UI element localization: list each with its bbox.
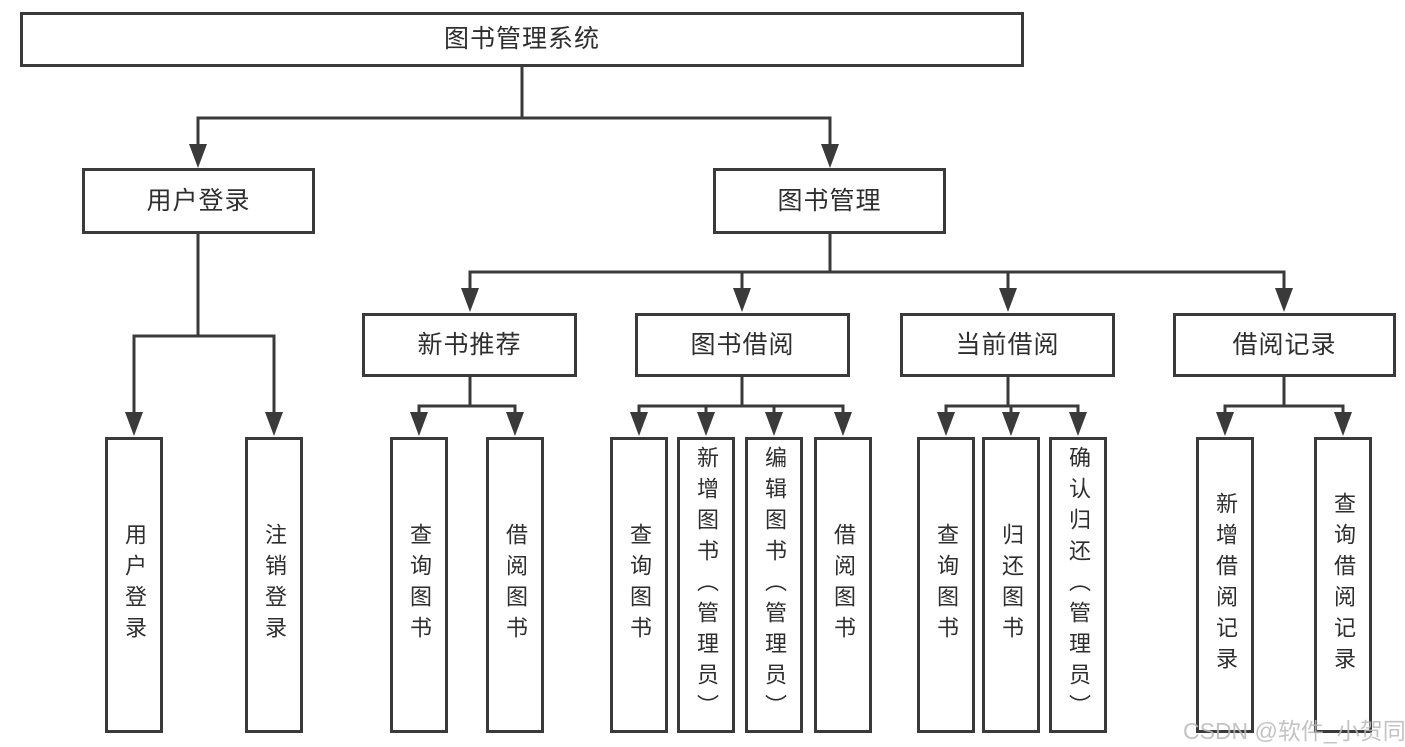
leaf-label: 归还图书 [999,523,1024,647]
leaf-query-books-2: 查询图书 [610,437,668,733]
leaf-label: 注销登录 [262,523,287,647]
node-borrowing-records: 借阅记录 [1173,313,1396,377]
leaf-borrow-books-1: 借阅图书 [486,437,544,733]
leaf-label: 查询借阅记录 [1331,492,1356,678]
leaf-label: 查询图书 [627,523,652,647]
arrowhead-icons [125,144,1352,436]
leaf-label: 用户登录 [122,523,147,647]
leaf-user-login: 用户登录 [105,437,163,733]
leaf-confirm-return-admin: 确认归还（管理员） [1049,437,1107,733]
leaf-logout: 注销登录 [245,437,303,733]
leaf-label: 借阅图书 [831,523,856,647]
leaf-label: 新增借阅记录 [1213,492,1238,678]
leaf-borrow-books-2: 借阅图书 [814,437,872,733]
node-user-login-branch: 用户登录 [82,168,315,234]
leaf-label: 新增图书（管理员） [694,445,719,725]
leaf-label: 查询图书 [407,523,432,647]
csdn-watermark: CSDN @软件_小贺同学 [1183,718,1405,744]
leaf-query-borrow-record: 查询借阅记录 [1314,437,1372,733]
node-book-borrowing: 图书借阅 [635,313,850,377]
leaf-label: 编辑图书（管理员） [762,445,787,725]
node-current-borrowing: 当前借阅 [900,313,1115,377]
leaf-label: 查询图书 [934,523,959,647]
leaf-label: 确认归还（管理员） [1066,445,1091,725]
leaf-edit-book-admin: 编辑图书（管理员） [745,437,803,733]
node-new-book-recommendation: 新书推荐 [362,313,577,377]
leaf-return-book: 归还图书 [982,437,1040,733]
node-library-management-system: 图书管理系统 [20,12,1024,67]
node-book-management-branch: 图书管理 [713,168,946,234]
leaf-query-books-3: 查询图书 [917,437,975,733]
leaf-label: 借阅图书 [503,523,528,647]
leaf-add-borrow-record: 新增借阅记录 [1196,437,1254,733]
leaf-query-books-1: 查询图书 [390,437,448,733]
leaf-add-book-admin: 新增图书（管理员） [677,437,735,733]
